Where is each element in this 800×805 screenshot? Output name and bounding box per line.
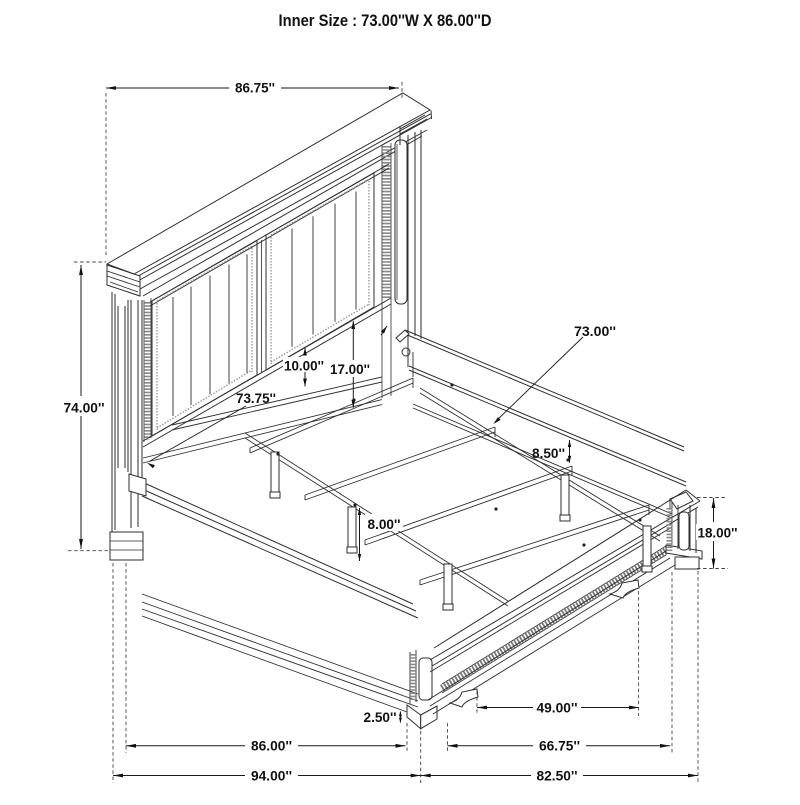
svg-text:86.75'': 86.75'' <box>235 81 275 96</box>
svg-text:82.50'': 82.50'' <box>537 768 578 783</box>
svg-text:10.00'': 10.00'' <box>284 359 324 374</box>
svg-text:17.00'': 17.00'' <box>330 362 370 377</box>
svg-text:8.00'': 8.00'' <box>368 517 401 532</box>
svg-text:49.00'': 49.00'' <box>537 701 578 716</box>
svg-text:74.00'': 74.00'' <box>64 401 105 416</box>
svg-text:Inner Size : 73.00''W X 86.00': Inner Size : 73.00''W X 86.00''D <box>279 11 492 30</box>
svg-text:94.00'': 94.00'' <box>251 768 292 783</box>
svg-text:66.75'': 66.75'' <box>539 739 580 754</box>
svg-text:8.50'': 8.50'' <box>532 446 565 461</box>
svg-text:2.50'': 2.50'' <box>364 710 397 725</box>
svg-text:18.00'': 18.00'' <box>698 526 738 541</box>
svg-text:86.00'': 86.00'' <box>251 739 292 754</box>
svg-text:73.75'': 73.75'' <box>236 391 276 406</box>
svg-text:73.00'': 73.00'' <box>574 324 616 339</box>
